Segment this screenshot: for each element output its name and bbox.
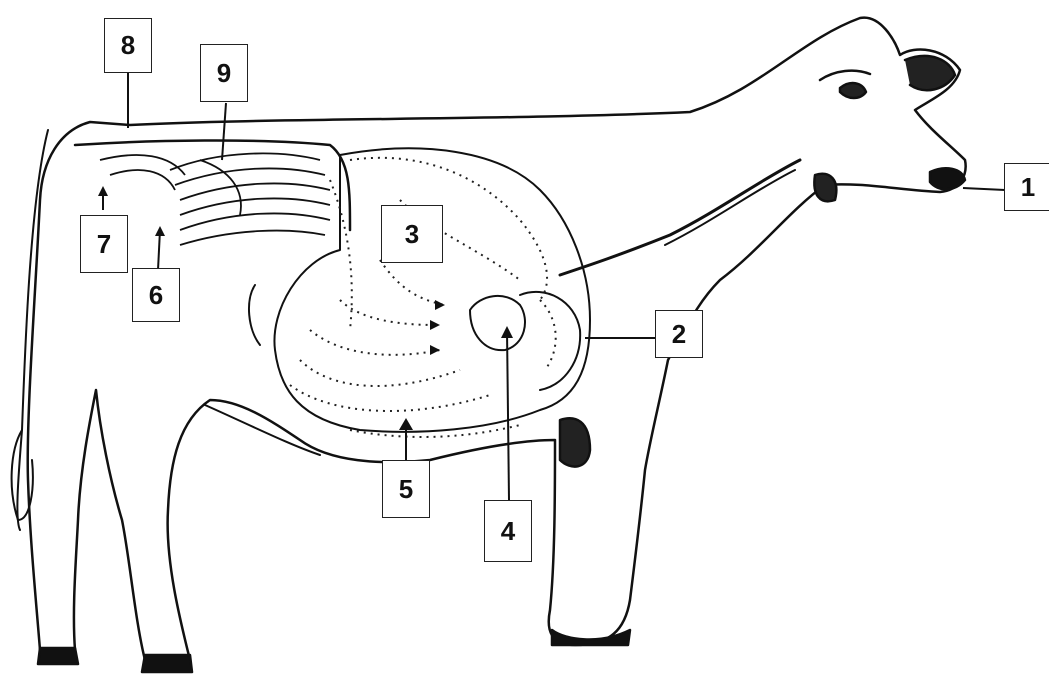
omasum-outline [249, 285, 260, 345]
intestine-coils [100, 153, 330, 245]
label-8: 8 [104, 18, 152, 73]
label-2: 2 [655, 310, 703, 358]
food-flow-paths [290, 158, 556, 437]
label-6: 6 [132, 268, 180, 322]
esophagus [560, 160, 800, 275]
abomasum-outline [520, 292, 580, 390]
label-1: 1 [1004, 163, 1049, 211]
label-9: 9 [200, 44, 248, 102]
reticulum-outline [470, 296, 525, 350]
cow-eye [840, 83, 866, 98]
hoof-rear-2 [38, 648, 78, 664]
belly-line [205, 405, 320, 455]
tail-tuft [12, 430, 33, 520]
cow-ear [905, 56, 955, 90]
cow-brow [820, 71, 870, 80]
label-5: 5 [382, 460, 430, 518]
label-4: 4 [484, 500, 532, 562]
hoof-rear-1 [142, 655, 192, 672]
label-3: 3 [381, 205, 443, 263]
leader-lines [103, 73, 1005, 500]
cow-nose [930, 168, 965, 189]
esophagus-2 [665, 170, 795, 245]
hoof-front [552, 630, 630, 645]
label-7: 7 [80, 215, 128, 273]
leg-shading [560, 418, 590, 466]
neck-shading [814, 174, 836, 202]
cow-body-outline [28, 18, 966, 668]
